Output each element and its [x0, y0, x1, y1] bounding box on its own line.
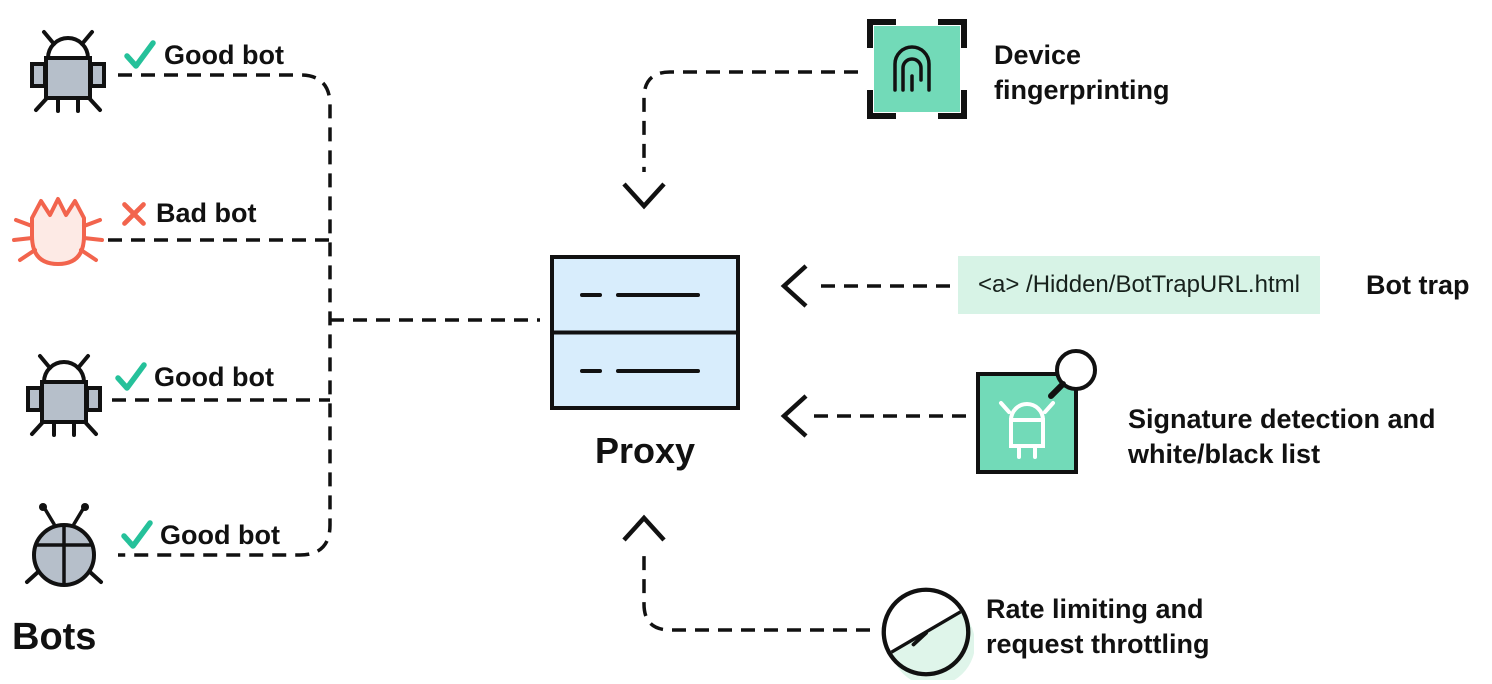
- connector-fingerprint-to-proxy: [642, 70, 858, 172]
- fingerprint-label: Device fingerprinting: [994, 40, 1170, 105]
- gauge-icon: [878, 584, 976, 684]
- arrowhead-up-icon: [622, 514, 666, 542]
- bot-label: Good bot: [154, 362, 274, 392]
- bot-label: Bad bot: [156, 198, 257, 228]
- bot-label: Good bot: [160, 520, 280, 550]
- proxy-server-icon: [550, 255, 740, 415]
- bad-bot-icon: [8, 184, 108, 289]
- arrowhead-left-signature-icon: [780, 394, 808, 438]
- good-beetle-icon: [14, 498, 114, 603]
- bot-label: Good bot: [164, 40, 284, 70]
- rate-limit-label: Rate limiting and request throttling: [986, 594, 1210, 659]
- connector-bots-bracket: [118, 73, 332, 557]
- x-icon: [116, 196, 152, 237]
- bot-trap-label: Bot trap: [1366, 270, 1470, 300]
- good-robot-icon: [14, 344, 114, 449]
- connector-rate-limit-to-proxy: [642, 552, 870, 632]
- bots-section-title: Bots: [12, 616, 97, 658]
- check-icon: [118, 516, 156, 559]
- bot-magnifier-icon: [972, 344, 1104, 481]
- check-icon: [112, 358, 150, 401]
- arrowhead-left-bot-trap-icon: [780, 264, 808, 308]
- signature-label: Signature detection and white/black list: [1128, 404, 1436, 469]
- check-icon: [121, 36, 159, 79]
- bot-trap-code: <a> /Hidden/BotTrapURL.html: [958, 256, 1320, 314]
- good-robot-icon: [18, 20, 118, 125]
- arrowhead-down-icon: [622, 182, 666, 210]
- fingerprint-icon: [862, 14, 972, 129]
- proxy-label: Proxy: [594, 430, 696, 471]
